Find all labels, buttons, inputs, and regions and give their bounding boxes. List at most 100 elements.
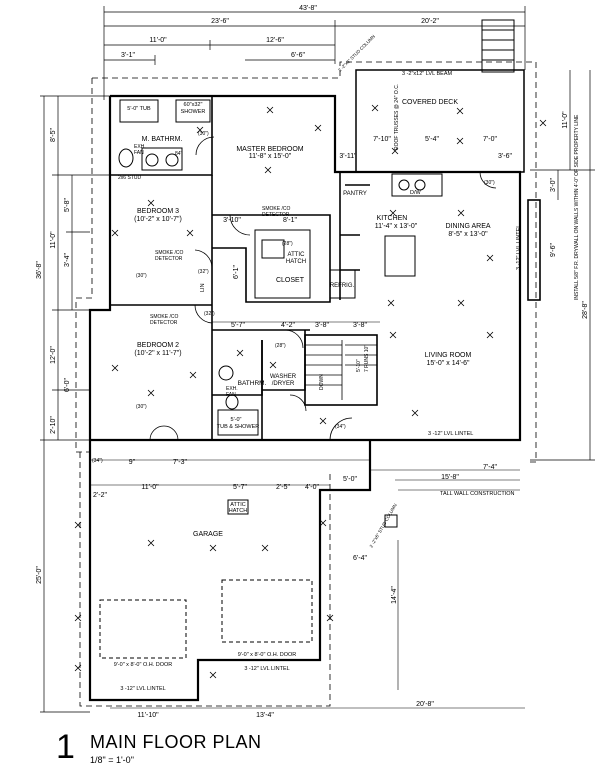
dim-mid-1: 3'-10" <box>223 217 241 224</box>
dim-left-8: 2'-10" <box>50 416 57 434</box>
washer-label: WASHER <box>270 374 297 380</box>
master-bedroom-label: MASTER BEDROOM <box>236 146 303 153</box>
dim-deck-width: 20'-2" <box>421 18 439 25</box>
dim-mid-15: 5'-7" <box>233 484 247 491</box>
stairs-down-note: DOWN <box>319 374 325 390</box>
kitchen-label: KITCHEN <box>377 215 408 222</box>
dim-overall-width: 43'-8" <box>299 5 317 12</box>
stairs-width-note: 5'-10" <box>356 359 362 372</box>
door-size-6: (28") <box>282 241 293 247</box>
roof-trusses-note: ROOF TRUSSES @ 24" O.C. <box>394 84 400 150</box>
top-dimension-lines <box>103 6 526 100</box>
drywall-note: INSTALL 5/8" F.R. DRYWALL ON WALLS WITHI… <box>574 114 580 300</box>
dim-left-4: 5'-8" <box>64 198 71 212</box>
door-size-3: (32") <box>198 269 209 275</box>
dim-top-small-1: 3'-1" <box>121 52 135 59</box>
smoke-detector-label-2b: DETECTOR <box>155 256 183 262</box>
dim-mid-21: 6'-4" <box>353 555 367 562</box>
smoke-detector-label-2: SMOKE /CO <box>155 250 183 256</box>
master-bedroom-size: 11'-8" x 15'-0" <box>249 153 292 160</box>
dryer-label: /DRYER <box>272 381 295 387</box>
drawing-scale: 1/8" = 1'-0" <box>90 755 134 765</box>
door-size-2: (30") <box>136 273 147 279</box>
attic-hatch-label: ATTIC <box>288 252 306 258</box>
lvl-beam-note: 3 -2"x12" LVL BEAM <box>402 71 452 77</box>
dim-mid-20: 15'-8" <box>441 474 459 481</box>
exh-fan-label-2: FAN <box>134 150 144 156</box>
door-size-4: (32") <box>204 311 215 317</box>
linen-label: LIN <box>200 283 206 292</box>
dim-mid-12: 9" <box>129 459 136 466</box>
dim-master-width: 12'-6" <box>266 37 284 44</box>
garage-walls <box>88 440 372 702</box>
stud-column-note-2: 2 -2"x6" STUD COLUMN <box>369 503 398 549</box>
dim-mid-13: 7'-3" <box>173 459 187 466</box>
dim-mid-24: 2'-2" <box>93 492 107 499</box>
dim-mid-6: 7'-0" <box>483 136 497 143</box>
bedroom2-label: BEDROOM 2 <box>137 342 179 349</box>
drawing-number: 1 <box>56 728 75 766</box>
master-bath-label: M. BATHRM. <box>142 136 183 143</box>
stud-column-note-1: 2 -2"x6" STUD COLUMN <box>337 34 376 73</box>
dim-left-3: 36'-8" <box>36 261 43 279</box>
door-swings <box>149 136 497 441</box>
dim-left-7: 6'-0" <box>64 378 71 392</box>
living-room-label: LIVING ROOM <box>425 352 472 359</box>
dim-left-9: 25'-0" <box>36 566 43 584</box>
dim-mid-17: 4'-0" <box>305 484 319 491</box>
bedroom3-label: BEDROOM 3 <box>137 208 179 215</box>
covered-deck-outline <box>355 69 525 173</box>
door-size-10: (28") <box>275 343 286 349</box>
bedroom2-size: (10'-2" x 11'-7") <box>134 350 181 357</box>
lintel-right-note: 3 -12" LVL LINTEL <box>516 225 522 270</box>
bedroom3-size: (10'-2" x 10'-7") <box>134 216 182 223</box>
dim-mid-3: 3'-11" <box>339 153 357 160</box>
dim-right-4: 28'-8" <box>582 301 589 319</box>
garage-attic-label: ATTIC <box>230 502 246 508</box>
dining-size: 8'-5" x 13'-0" <box>448 231 488 238</box>
bath-fixtures <box>118 99 259 436</box>
right-dimension-lines <box>530 70 595 461</box>
dim-mid-23: 6'-1" <box>233 265 240 279</box>
kitchen-size: 11'-4" x 13'-0" <box>375 223 418 230</box>
door-size-5: (30") <box>136 404 147 410</box>
roof-overhang-outline <box>75 61 537 707</box>
garage-door-outlines <box>99 579 313 659</box>
dim-left-1: 8'-5" <box>50 128 57 142</box>
left-dimension-lines <box>40 95 110 713</box>
shower-label: 60"x32" <box>184 102 203 108</box>
living-room-size: 15'-0" x 14'-6" <box>426 360 470 367</box>
dim-top-small-2: 6'-6" <box>291 52 305 59</box>
dim-right-3: 9'-6" <box>550 243 557 257</box>
dishwasher-label: D/W <box>410 190 422 196</box>
dim-mid-22: 14'-4" <box>391 586 398 604</box>
bathroom-label: BATHRM. <box>238 380 267 387</box>
door-size-8: (30") <box>484 180 495 186</box>
dim-right-1: 11'-0" <box>562 111 569 129</box>
lintel-living-note: 3 -12" LVL LINTEL <box>428 431 473 437</box>
door-size-1: (30") <box>198 131 209 137</box>
dim-mid-19: 7'-4" <box>483 464 497 471</box>
dim-left-2: 11'-0" <box>50 231 57 249</box>
dim-left-6: 12'-0" <box>50 346 57 364</box>
dim-left-5: 3'-4" <box>64 253 71 267</box>
exh-fan-label-4: FAN <box>226 392 236 398</box>
garage-attic-label-2: HATCH <box>229 508 248 514</box>
pantry-label: PANTRY <box>343 191 367 197</box>
dim-mid-2: 8'-1" <box>283 217 297 224</box>
stair-treads <box>305 340 377 400</box>
dim-mid-14: 11'-0" <box>141 484 159 491</box>
refrig-label: REFRIG. <box>330 283 355 289</box>
dim-mid-8: 5'-7" <box>231 322 245 329</box>
dim-mid-4: 7'-10" <box>373 136 391 143</box>
dining-label: DINING AREA <box>445 223 490 230</box>
kitchen-fixtures <box>329 173 541 301</box>
covered-deck-label: COVERED DECK <box>402 99 458 106</box>
oh-door-note-2: 9'-0" x 8'-0" O.H. DOOR <box>238 652 297 658</box>
smoke-detector-label-1: SMOKE /CO <box>262 206 290 212</box>
dim-bath-width: 11'-0" <box>149 37 167 44</box>
closet-label: CLOSET <box>276 277 305 284</box>
dim-mid-11: 3'-8" <box>353 322 367 329</box>
garage-lintel-note-1: 3 -12" LVL LINTEL <box>120 686 165 692</box>
door-size-9: (34") <box>335 424 346 430</box>
